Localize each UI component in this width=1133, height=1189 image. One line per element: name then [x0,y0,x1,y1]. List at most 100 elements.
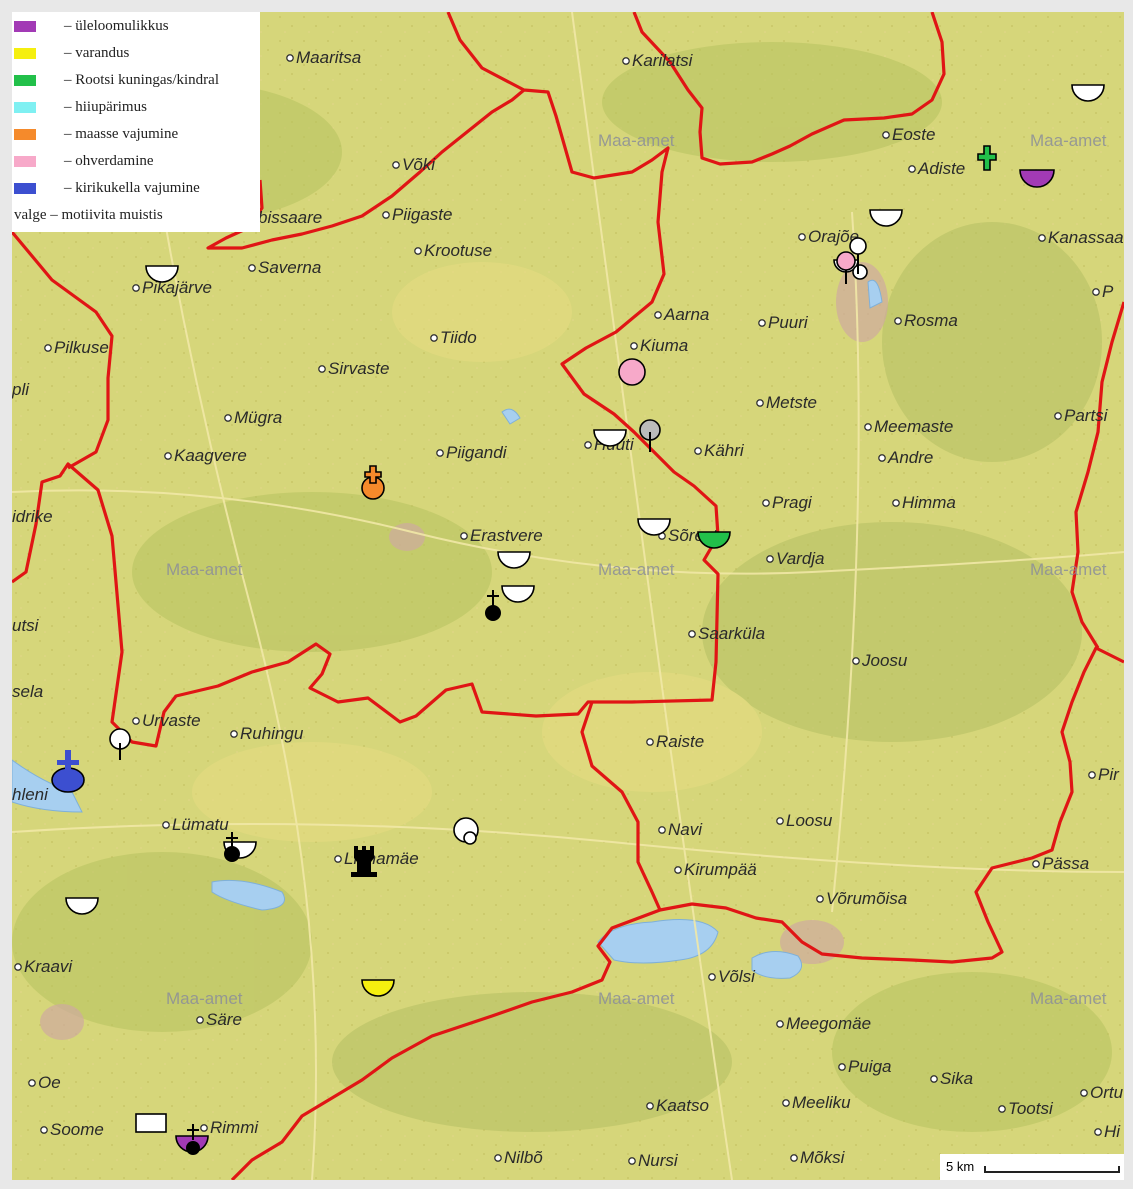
bowl-marker-white[interactable] [1071,84,1105,102]
castle-marker[interactable] [351,846,377,877]
bowl-marker-white[interactable] [65,897,99,915]
place-label[interactable]: Pilkuse [54,338,109,357]
place-dot [852,657,860,665]
rect-marker-white[interactable] [135,1113,167,1133]
place-label[interactable]: Pir [1098,765,1120,784]
place-label[interactable]: Erastvere [470,526,543,545]
place-dot [658,826,666,834]
place-label[interactable]: Kähri [704,441,745,460]
place-label[interactable]: Sirvaste [328,359,389,378]
pin-marker-sacrifice[interactable] [833,237,868,284]
place-label[interactable]: Orajõe [808,227,859,246]
place-label[interactable]: Võlsi [718,967,756,986]
place-label[interactable]: Kaagvere [174,446,247,465]
bowl-marker-white[interactable] [637,518,671,536]
bowl-marker-supernatural[interactable] [1019,169,1055,188]
place-label[interactable]: Aarna [663,305,709,324]
place-label[interactable]: Saverna [258,258,321,277]
place-label[interactable]: Nursi [638,1151,679,1170]
place-label[interactable]: Säre [206,1010,242,1029]
bowl-marker-supernatural[interactable] [175,1124,209,1155]
orb-marker-white[interactable] [224,832,240,862]
place-label[interactable]: Maaritsa [296,48,361,67]
place-label[interactable]: Meemaste [874,417,953,436]
place-label[interactable]: Navi [668,820,703,839]
place-label[interactable]: bissaare [258,208,322,227]
place-dot [630,342,638,350]
place-label[interactable]: Võrumõisa [826,889,907,908]
place-label[interactable]: Vardja [776,549,825,568]
orb-marker-church-bell[interactable] [51,750,85,793]
place-label[interactable]: Kaatso [656,1096,709,1115]
place-label[interactable]: Metste [766,393,817,412]
place-label[interactable]: Tootsi [1008,1099,1054,1118]
place-label[interactable]: Kiuma [640,336,688,355]
place-label[interactable]: Lümatu [172,815,229,834]
bowl-marker-white[interactable] [501,585,535,603]
bowl-marker-white[interactable] [869,209,903,227]
cross-marker-swedish-king[interactable] [977,145,997,171]
place-label[interactable]: Puuri [768,313,809,332]
orb-marker-white[interactable] [485,590,501,621]
place-label[interactable]: Tiido [440,328,477,347]
place-label[interactable]: Adiste [917,159,965,178]
place-label[interactable]: Oe [38,1073,61,1092]
place-label[interactable]: idrike [12,507,53,526]
place-label[interactable]: Rosma [904,311,958,330]
place-label[interactable]: hleni [12,785,49,804]
place-label[interactable]: Krootuse [424,241,492,260]
place-dot [430,334,438,342]
place-label[interactable]: Võki [402,155,436,174]
place-label[interactable]: Joosu [861,651,908,670]
place-label[interactable]: Piigaste [392,205,452,224]
place-dot [40,1126,48,1134]
place-label[interactable]: Nilbõ [504,1148,543,1167]
place-label[interactable]: Rimmi [210,1118,259,1137]
place-label[interactable]: Puiga [848,1057,891,1076]
place-dot [776,1020,784,1028]
place-label[interactable]: Soome [50,1120,104,1139]
place-label[interactable]: Meeliku [792,1093,851,1112]
place-label[interactable]: P [1102,282,1114,301]
place-dot [436,449,444,457]
place-label[interactable]: Himma [902,493,956,512]
place-label[interactable]: Kraavi [24,957,73,976]
place-label[interactable]: Pragi [772,493,813,512]
place-label[interactable]: Kirumpää [684,860,757,879]
place-label[interactable]: Meegomäe [786,1014,871,1033]
place-label[interactable]: Hi [1104,1122,1121,1141]
place-label[interactable]: Andre [887,448,933,467]
place-label[interactable]: Eoste [892,125,935,144]
pin-marker-white[interactable] [639,419,661,452]
place-label[interactable]: Raiste [656,732,704,751]
place-label[interactable]: Karilatsi [632,51,694,70]
bowl-marker-white[interactable] [145,265,179,283]
place-label[interactable]: Sika [940,1069,973,1088]
place-label[interactable]: Saarküla [698,624,765,643]
ring-marker-white[interactable] [453,817,479,845]
place-label[interactable]: Pässa [1042,854,1089,873]
place-label[interactable]: sela [12,682,43,701]
place-dot [1080,1089,1088,1097]
place-label[interactable]: Pikajärve [142,278,212,297]
map-canvas[interactable]: Maa-amet Maa-amet Maa-amet Maa-amet Maa-… [12,12,1124,1180]
bowl-marker-white[interactable] [593,429,627,447]
place-label[interactable]: pli [12,380,30,399]
place-label[interactable]: Partsi [1064,406,1109,425]
place-label[interactable]: Mügra [234,408,282,427]
place-label[interactable]: Ortu [1090,1083,1124,1102]
place-label[interactable]: Urvaste [142,711,201,730]
bowl-marker-swedish-king[interactable] [697,531,731,549]
orb-marker-sinking[interactable] [361,465,385,500]
bowl-marker-treasure[interactable] [361,979,395,997]
place-label[interactable]: utsi [12,616,40,635]
bowl-marker-white[interactable] [497,551,531,569]
place-label[interactable]: Ruhingu [240,724,304,743]
place-label[interactable]: Kanassaare [1048,228,1124,247]
pin-marker-white[interactable] [109,728,131,760]
place-label[interactable]: Loosu [786,811,833,830]
circle-marker-sacrifice[interactable] [618,358,646,386]
place-label[interactable]: Piigandi [446,443,508,462]
place-dot [908,165,916,173]
place-label[interactable]: Mõksi [800,1148,846,1167]
